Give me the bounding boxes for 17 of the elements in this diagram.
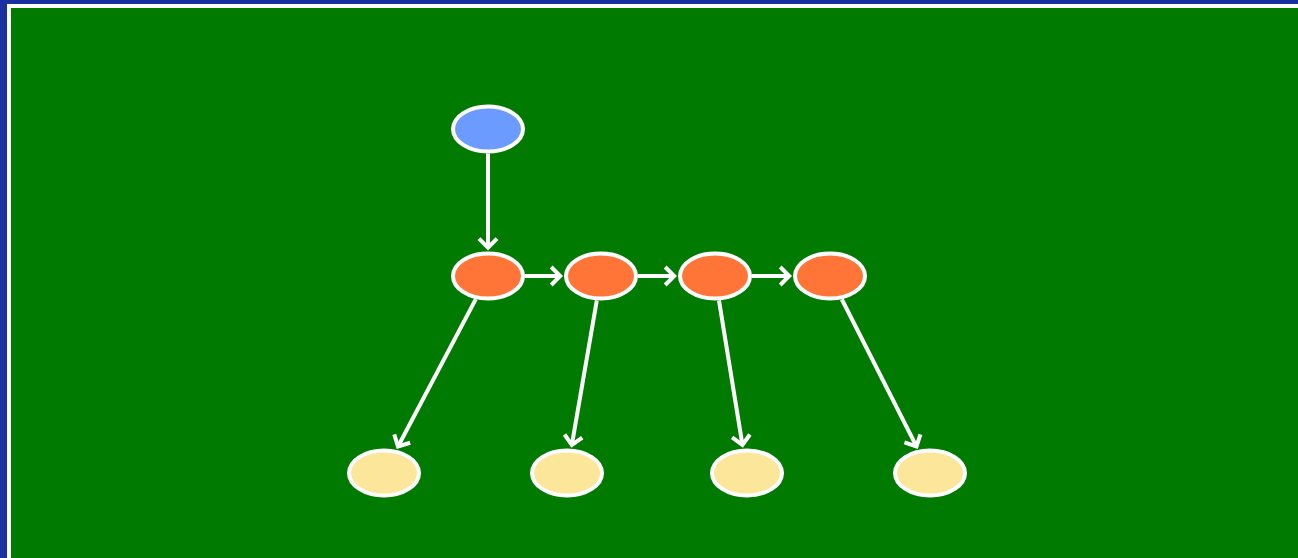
ellipse-node <box>530 448 604 498</box>
ellipse-node <box>451 104 525 154</box>
arrow <box>638 265 677 287</box>
arrow <box>752 265 792 287</box>
ellipse-node <box>347 448 421 498</box>
arrow <box>392 298 478 449</box>
arrow <box>717 300 752 448</box>
arrow <box>477 153 499 251</box>
arrow <box>840 298 923 449</box>
arrow <box>525 265 563 287</box>
ellipse-node <box>710 448 784 498</box>
ellipse-node <box>793 251 867 301</box>
ellipse-node <box>893 448 967 498</box>
arrow <box>562 300 599 448</box>
ellipse-node <box>451 251 525 301</box>
ellipse-node <box>678 251 752 301</box>
ellipse-node <box>564 251 638 301</box>
